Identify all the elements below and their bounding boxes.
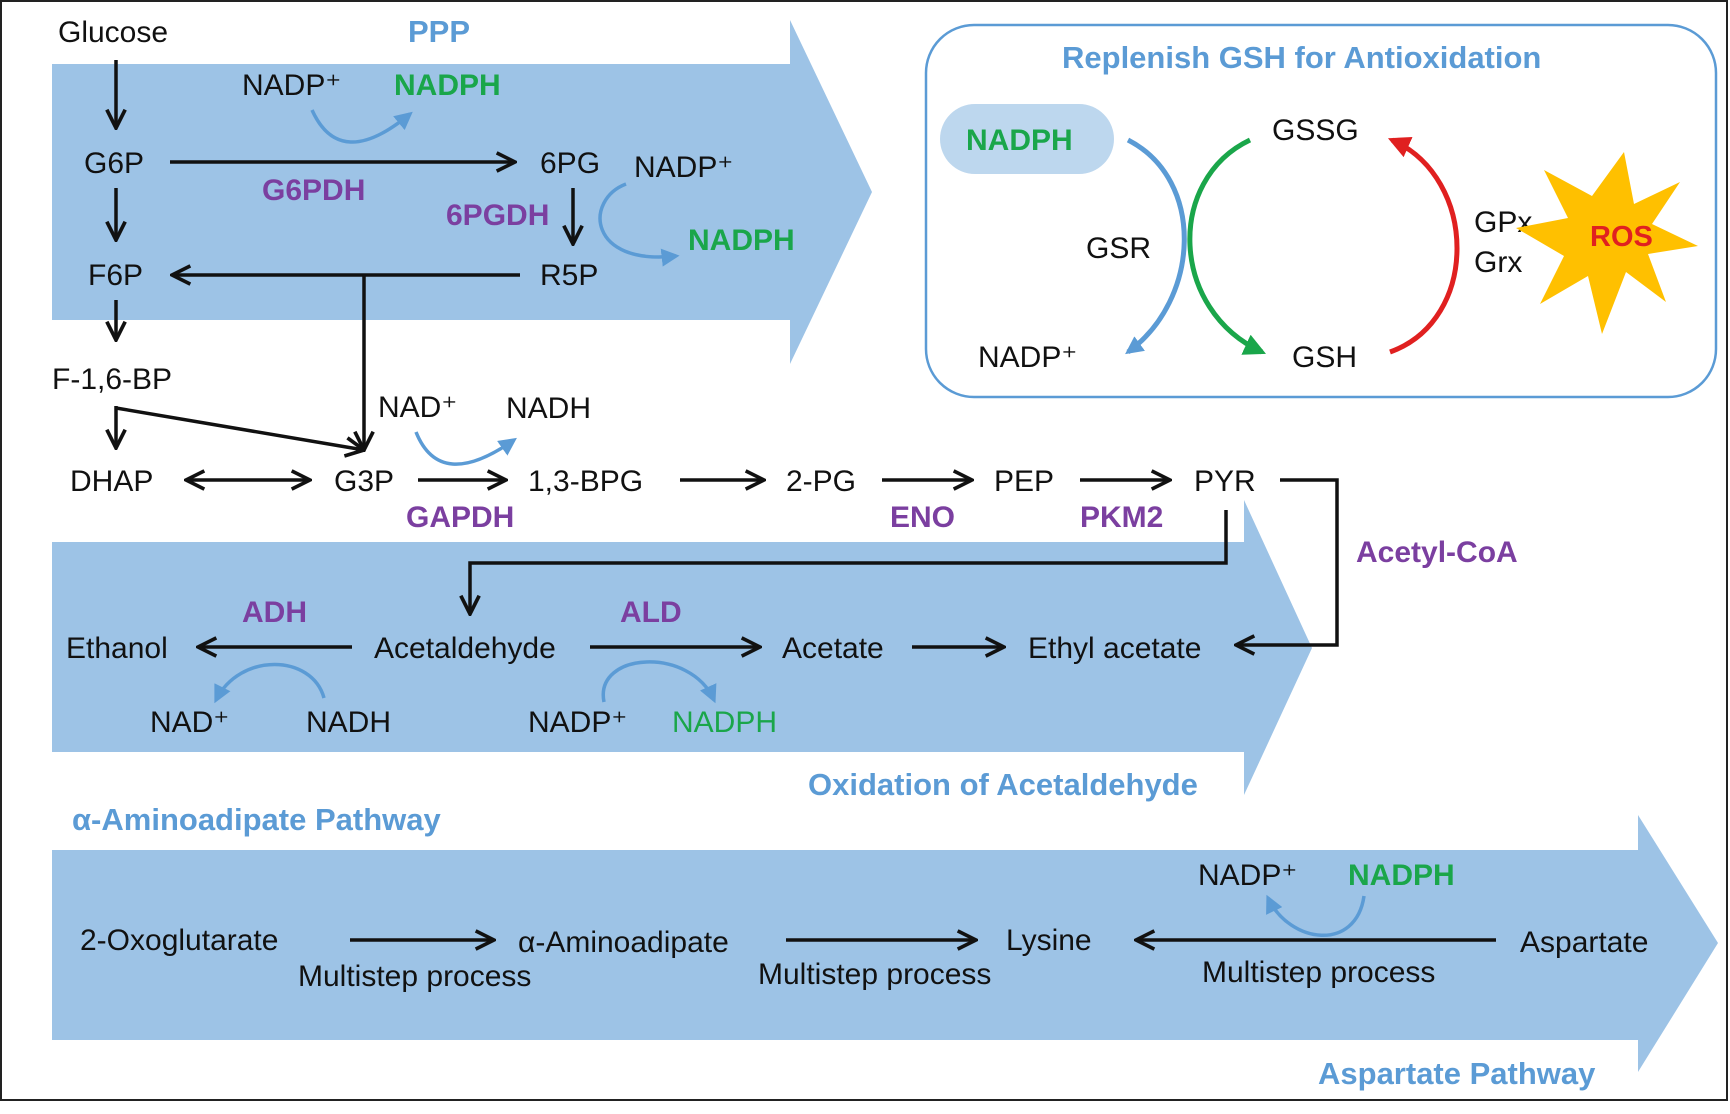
ppp-title: PPP <box>408 14 470 49</box>
nadp-ppp-2: NADP⁺ <box>634 151 733 184</box>
nadph-lys: NADPH <box>1348 859 1455 892</box>
gssg-label: GSSG <box>1272 114 1359 147</box>
nadp-ald: NADP⁺ <box>528 706 627 739</box>
nadph-gsh: NADPH <box>966 124 1073 157</box>
eno-label: ENO <box>890 501 955 534</box>
oxoglutarate-label: 2-Oxoglutarate <box>80 924 278 957</box>
6pgdh-label: 6PGDH <box>446 199 549 232</box>
nadp-lys: NADP⁺ <box>1198 859 1297 892</box>
pep-label: PEP <box>994 465 1054 498</box>
nadph-ppp-2: NADPH <box>688 224 795 257</box>
gsr-arc-nadph <box>1125 137 1187 355</box>
lysine-label: Lysine <box>1006 924 1092 957</box>
ethyl-acetate-label: Ethyl acetate <box>1028 632 1201 665</box>
arrow-f16bp-g3p <box>115 406 364 450</box>
nad-adh: NAD⁺ <box>150 706 229 739</box>
gapdh-label: GAPDH <box>406 501 514 534</box>
nadh-adh: NADH <box>306 706 391 739</box>
cofactor-arc-adh <box>214 662 326 704</box>
aspartate-title: Aspartate Pathway <box>1318 1056 1596 1091</box>
2pg-label: 2-PG <box>786 465 856 498</box>
cofactor-arc-lysine <box>1266 894 1366 937</box>
arrow-pyr-ethyl-acetate <box>1236 478 1339 645</box>
f16bp-label: F-1,6-BP <box>52 363 172 396</box>
aminoadipate-title: α-Aminoadipate Pathway <box>72 802 441 837</box>
acetaldehyde-label: Acetaldehyde <box>374 632 556 665</box>
6pg-label: 6PG <box>540 147 600 180</box>
gsh-label: GSH <box>1292 341 1357 374</box>
gpx-arc-gsh-gssg <box>1387 137 1460 355</box>
nadp-gsh: NADP⁺ <box>978 341 1077 374</box>
f6p-label: F6P <box>88 259 143 292</box>
ros-star <box>1516 152 1698 334</box>
ethanol-label: Ethanol <box>66 632 168 665</box>
gsr-arc-gssg-gsh <box>1187 137 1267 355</box>
adh-label: ADH <box>242 596 307 629</box>
gsr-label: GSR <box>1086 232 1151 265</box>
ppp-band <box>52 20 872 364</box>
nadph-ppp-1: NADPH <box>394 69 501 102</box>
multistep-1: Multistep process <box>298 960 531 993</box>
nadph-pill <box>940 104 1114 174</box>
grx-label: Grx <box>1474 246 1522 279</box>
13bpg-label: 1,3-BPG <box>528 465 643 498</box>
nad-glyco: NAD⁺ <box>378 391 457 424</box>
r5p-label: R5P <box>540 259 598 292</box>
g6pdh-label: G6PDH <box>262 174 365 207</box>
nadh-glyco: NADH <box>506 392 591 425</box>
cofactor-arc-ald <box>601 660 717 704</box>
aspartate-label: Aspartate <box>1520 926 1648 959</box>
pkm2-label: PKM2 <box>1080 501 1163 534</box>
gsh-title: Replenish GSH for Antioxidation <box>1062 40 1541 75</box>
g3p-label: G3P <box>334 465 394 498</box>
dhap-label: DHAP <box>70 465 153 498</box>
aspartate-band <box>52 815 1718 1072</box>
ros-label: ROS <box>1590 221 1653 253</box>
cofactor-arc-6pgdh <box>598 182 680 267</box>
ald-label: ALD <box>620 596 682 629</box>
g6p-label: G6P <box>84 147 144 180</box>
cofactor-arc-g6pdh <box>310 109 413 144</box>
aminoadipate-label: α-Aminoadipate <box>518 926 729 959</box>
nadp-ppp-1: NADP⁺ <box>242 69 341 102</box>
gsh-box <box>924 23 1718 399</box>
gpx-label: GPx <box>1474 206 1532 239</box>
multistep-2: Multistep process <box>758 958 991 991</box>
cofactor-arc-gapdh <box>414 431 517 466</box>
glucose-label: Glucose <box>58 16 168 49</box>
acetyl-coa-label: Acetyl-CoA <box>1356 536 1518 569</box>
nadph-ald: NADPH <box>672 706 777 739</box>
multistep-3: Multistep process <box>1202 956 1435 989</box>
arrow-pyr-acetaldehyde <box>470 510 1228 614</box>
acetate-label: Acetate <box>782 632 884 665</box>
acetaldehyde-title: Oxidation of Acetaldehyde <box>808 767 1198 802</box>
pyr-label: PYR <box>1194 465 1256 498</box>
